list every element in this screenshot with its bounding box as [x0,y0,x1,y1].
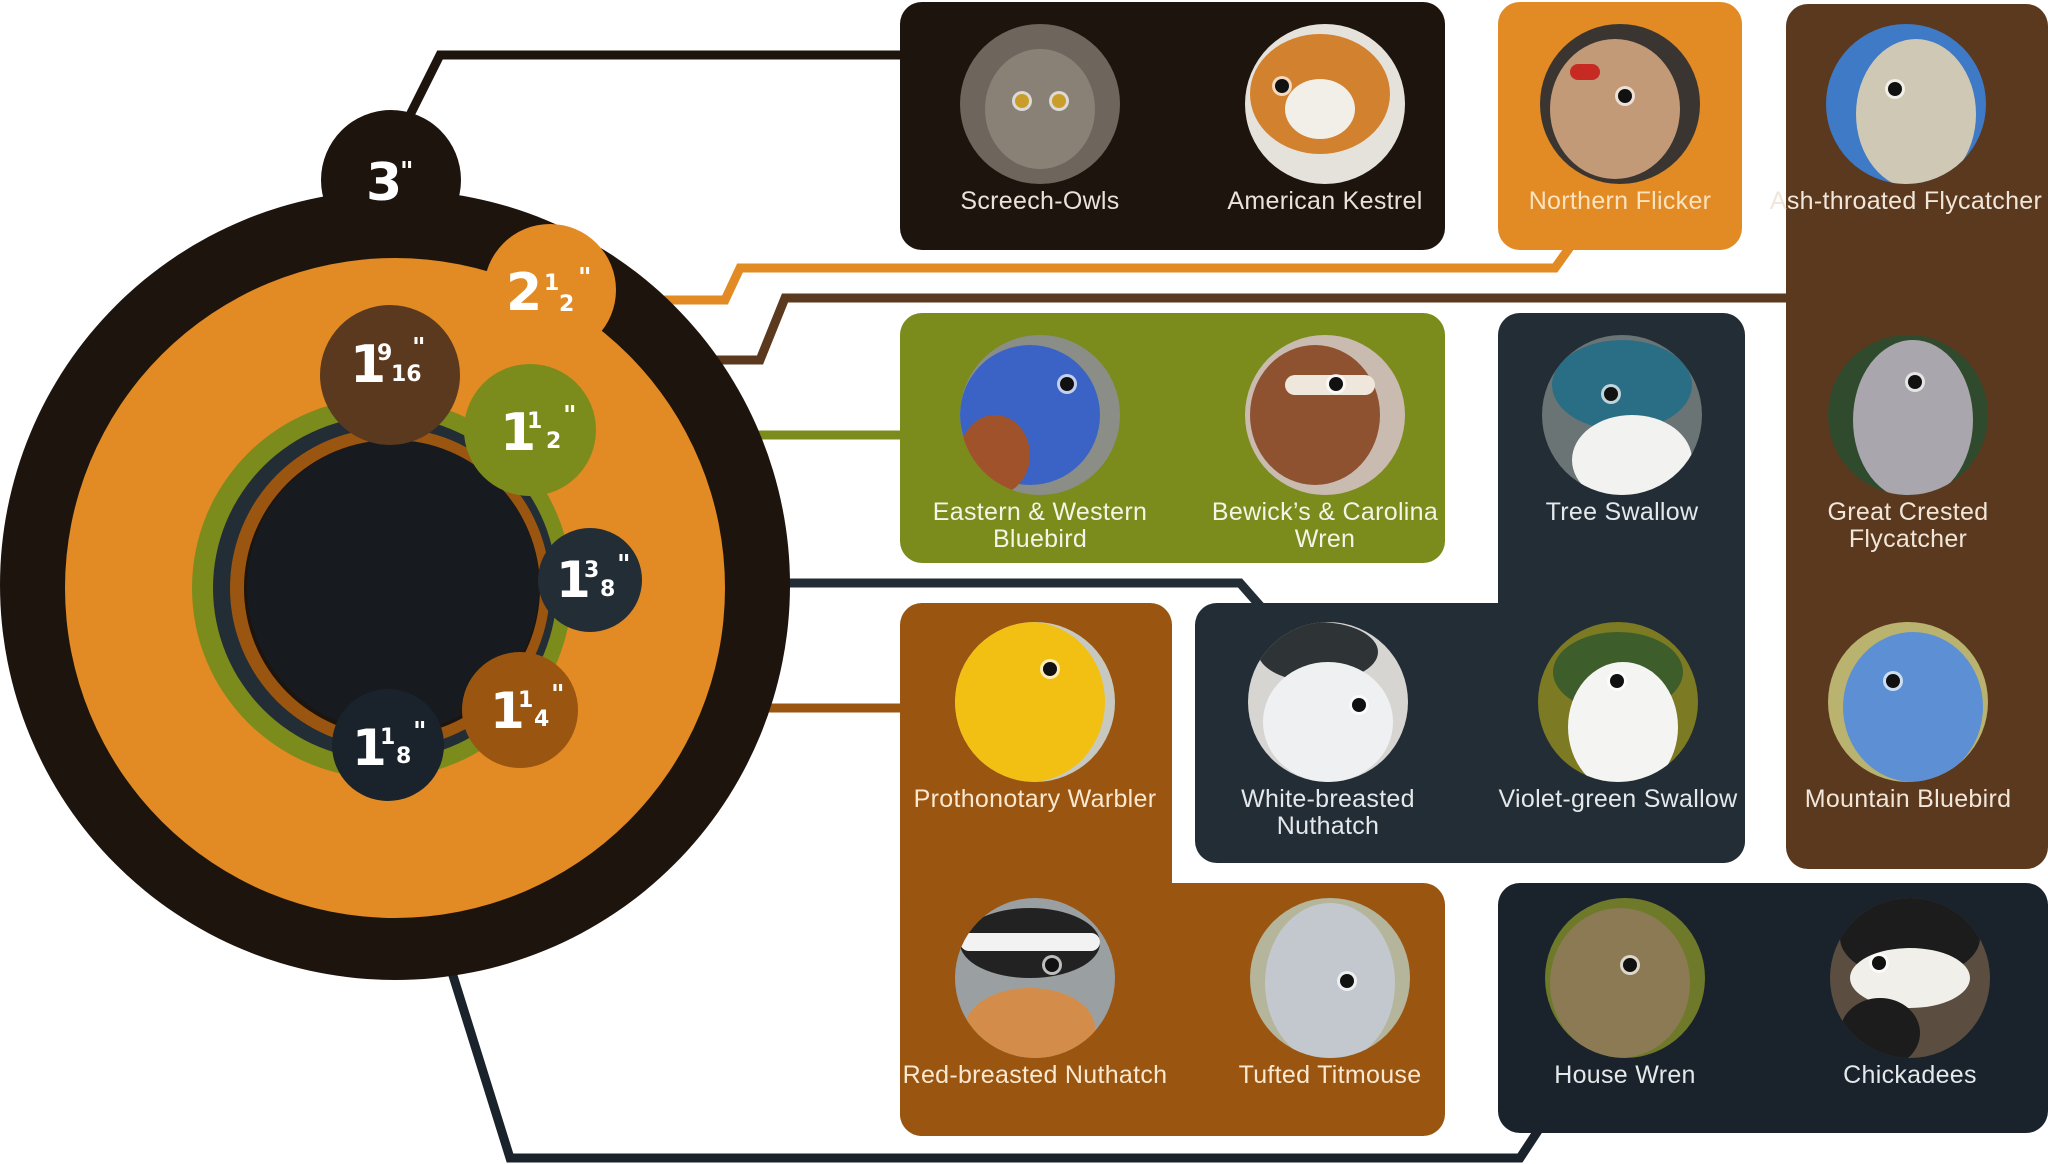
badge-1-9-16-inch: 1 9 16 " [320,305,460,445]
mountain-bluebird-photo [1828,622,1988,782]
bird-ash-throated-flycatcher: Ash-throated Flycatcher [1766,24,2046,215]
northern-flicker-photo [1540,24,1700,184]
badge-num: 1 [518,688,533,713]
white-breasted-nuthatch-photo [1248,622,1408,782]
badge-mark: " [413,717,427,747]
bird-prothonotary-warbler: Prothonotary Warbler [895,622,1175,813]
tufted-titmouse-photo [1250,898,1410,1058]
carolina-wren-photo [1245,335,1405,495]
badge-num: 3 [584,558,599,583]
badge-mark: " [617,550,631,580]
prothonotary-warbler-photo [955,622,1115,782]
badge-den: 16 [391,362,422,387]
badge-mark: " [563,401,577,431]
badge-mark: " [412,333,426,363]
badge-den: 8 [600,577,615,602]
badge-whole: 1 [490,682,525,740]
badge-mark: " [578,263,592,293]
bird-violet-green-swallow: Violet-green Swallow [1478,622,1758,813]
badge-num: 1 [527,409,542,434]
screech-owl-photo [960,24,1120,184]
bird-great-crested-flycatcher: Great Crested Flycatcher [1768,335,2048,553]
connector-3-inch [380,50,905,168]
badge-whole: 1 [556,551,591,609]
bird-mountain-bluebird: Mountain Bluebird [1768,622,2048,813]
badge-num: 1 [380,725,395,750]
bird-name: Red-breasted Nuthatch [902,1061,1168,1089]
bird-eastern-western-bluebird: Eastern & Western Bluebird [900,335,1180,553]
badge-1-1-8-inch: 1 1 8 " [332,689,444,801]
bird-name: Ash-throated Flycatcher [1769,187,2043,215]
bird-name: Northern Flicker [1528,187,1712,215]
badge-num: 1 [544,271,559,296]
badge-mark: " [400,157,414,187]
connector-2-half-inch [615,237,1579,305]
bird-name: Screech-Owls [960,187,1120,215]
badge-whole: 1 [350,335,386,395]
bird-white-breasted-nuthatch: White-breasted Nuthatch [1188,622,1468,840]
bird-name: Bewick’s & Carolina Wren [1211,498,1439,553]
bird-name: Great Crested Flycatcher [1827,498,1989,553]
great-crested-flycatcher-photo [1828,335,1988,495]
badge-whole: 2 [506,263,542,323]
bird-name: Tree Swallow [1545,498,1699,526]
bird-name: Eastern & Western Bluebird [932,498,1148,553]
entrance-hole [247,440,539,732]
bird-name: American Kestrel [1227,187,1423,215]
badge-mark: " [551,680,565,710]
bird-name: Mountain Bluebird [1804,785,2012,813]
bird-northern-flicker: Northern Flicker [1480,24,1760,215]
badge-1-quarter-inch: 1 1 4 " [462,652,578,768]
bird-tree-swallow: Tree Swallow [1482,335,1762,526]
badge-1-half-inch: 1 1 2 " [464,364,596,496]
badge-1-3-8-inch: 1 3 8 " [538,528,642,632]
badge-whole: 3 [366,153,402,213]
bird-name: House Wren [1554,1061,1696,1089]
tree-swallow-photo [1542,335,1702,495]
bird-chickadees: Chickadees [1770,898,2048,1089]
bird-name: White-breasted Nuthatch [1241,785,1415,840]
bird-american-kestrel: American Kestrel [1185,24,1465,215]
bird-house-wren: House Wren [1485,898,1765,1089]
bird-name: Prothonotary Warbler [913,785,1157,813]
bird-name: Tufted Titmouse [1238,1061,1422,1089]
ash-throated-flycatcher-photo [1826,24,1986,184]
american-kestrel-photo [1245,24,1405,184]
red-breasted-nuthatch-photo [955,898,1115,1058]
bird-screech-owls: Screech-Owls [900,24,1180,215]
badge-whole: 1 [352,719,387,777]
bird-tufted-titmouse: Tufted Titmouse [1190,898,1470,1089]
chickadee-photo [1830,898,1990,1058]
badge-den: 2 [546,429,561,454]
house-wren-photo [1545,898,1705,1058]
bird-bewicks-carolina-wren: Bewick’s & Carolina Wren [1185,335,1465,553]
badge-num: 9 [377,341,392,366]
badge-den: 8 [396,744,411,769]
badge-2-half-inch: 2 1 2 " [484,224,616,356]
badge-whole: 1 [500,403,536,463]
bird-name: Violet-green Swallow [1498,785,1738,813]
violet-green-swallow-photo [1538,622,1698,782]
badge-den: 2 [559,292,574,317]
bird-red-breasted-nuthatch: Red-breasted Nuthatch [895,898,1175,1089]
connector-1-3-8-inch [635,578,1266,611]
bird-name: Chickadees [1843,1061,1977,1089]
badge-den: 4 [534,707,549,732]
badge-3-inch: 3 " [321,110,461,250]
bluebird-photo [960,335,1120,495]
